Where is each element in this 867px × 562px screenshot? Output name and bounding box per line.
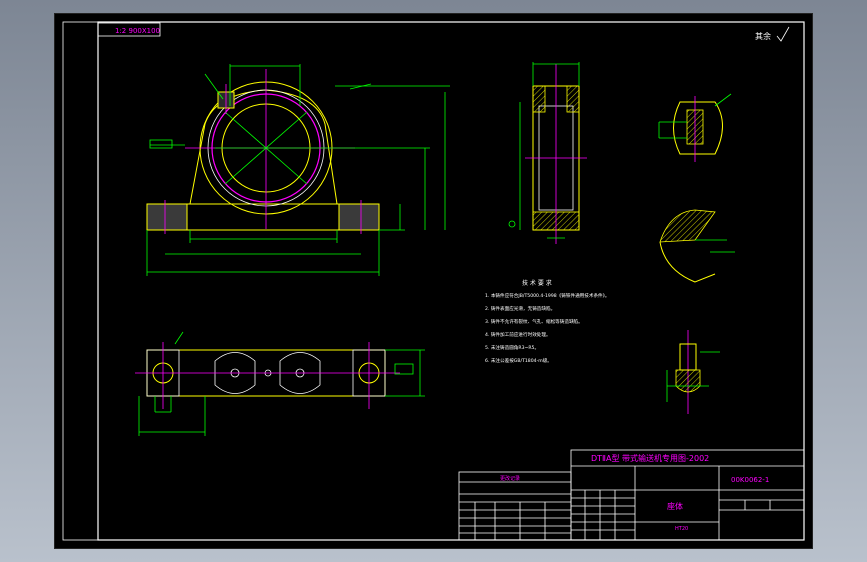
tech-item: 2. 铸件表面应光滑，无铸造缺陷。	[485, 305, 555, 312]
change-table-heading: 更改记录	[500, 475, 520, 482]
drawing-sheet: 1:2 900X100 其余	[54, 13, 813, 549]
detail-ii	[659, 209, 735, 283]
drawing-number: 00K0062-1	[731, 476, 769, 484]
material: HT20	[675, 526, 688, 532]
title-block: DTⅡA型 带式输送机专用图-2002 00K0062-1 座体 HT20	[570, 449, 805, 541]
tech-requirements: 技 术 要 求 1. 本铸件应符合JB/T5000.4-1998《铸铁件通用技术…	[485, 279, 610, 364]
roughness-symbol-icon	[776, 26, 790, 42]
tech-item: 6. 未注公差按GB/T1804-m级。	[485, 357, 552, 364]
part-name: 座体	[667, 501, 683, 511]
tech-item: 4. 铸件加工前应进行时效处理。	[485, 331, 551, 338]
tech-item: 1. 本铸件应符合JB/T5000.4-1998《铸铁件通用技术条件》。	[485, 292, 610, 299]
front-view	[146, 64, 450, 276]
change-table: 更改记录	[458, 471, 572, 541]
detail-i	[658, 93, 732, 162]
tech-item: 3. 铸件不允许有裂纹、气孔、缩松等铸造缺陷。	[485, 318, 583, 325]
detail-iii	[666, 330, 720, 414]
cad-drawing: 1:2 900X100 其余	[62, 21, 805, 541]
side-view	[508, 62, 587, 244]
scale-tag: 1:2 900X100	[115, 27, 160, 35]
tech-heading: 技 术 要 求	[522, 279, 552, 287]
inner-border	[97, 21, 805, 541]
drawing-title: DTⅡA型 带式输送机专用图-2002	[591, 453, 709, 463]
roughness-mark: 其余	[755, 31, 771, 41]
scale-tag-box	[97, 22, 161, 37]
top-view	[135, 331, 425, 436]
tech-item: 5. 未注铸造圆角R3~R5。	[485, 344, 539, 351]
